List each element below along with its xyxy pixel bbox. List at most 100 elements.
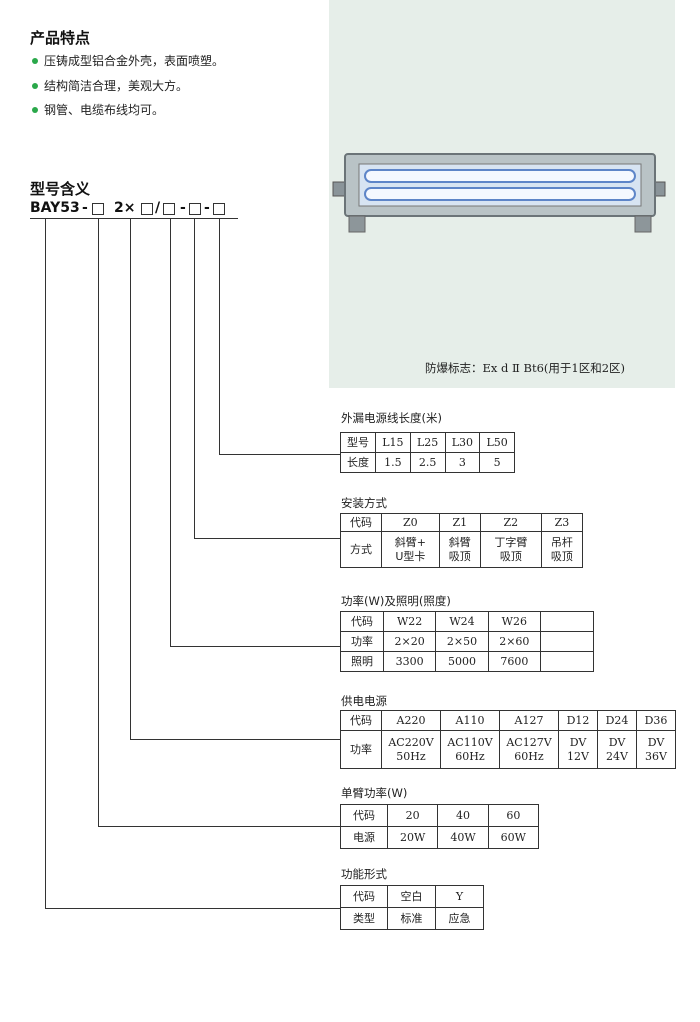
table-cell: 方式: [340, 531, 382, 568]
table-cell: 斜臂+ U型卡: [381, 531, 440, 568]
table-cell: W22: [382, 611, 437, 632]
model-slot-supply: [141, 203, 153, 215]
table-cell: 功率: [340, 631, 384, 652]
table-cell: 5: [479, 452, 515, 473]
install-method-title: 安装方式: [341, 496, 387, 510]
cable-length-table: 型号 L15 L25 L30 L50 长度 1.5 2.5 3 5: [340, 432, 515, 473]
model-dash: -: [82, 200, 88, 216]
connector-line: [130, 219, 131, 739]
table-cell: Z0: [381, 513, 440, 532]
model-slot-single-power: [92, 203, 104, 215]
features-title: 产品特点: [30, 29, 91, 47]
table-cell: DV 24V: [597, 730, 637, 769]
function-type-title: 功能形式: [341, 867, 387, 881]
table-cell: [540, 651, 594, 672]
model-underline: [30, 218, 238, 219]
model-slash: /: [155, 200, 161, 216]
model-dash: -: [180, 200, 186, 216]
table-cell: A127: [499, 710, 559, 731]
table-cell: 代码: [340, 513, 382, 532]
table-cell: 空白: [387, 885, 436, 908]
install-method-table: 代码 Z0 Z1 Z2 Z3 方式 斜臂+ U型卡 斜臂 吸顶 丁字臂 吸顶 吊…: [340, 513, 584, 568]
power-lighting-title: 功率(W)及照明(照度): [341, 594, 451, 608]
model-prefix: BAY53: [30, 200, 80, 216]
connector-line: [194, 219, 195, 538]
cable-length-title: 外漏电源线长度(米): [341, 411, 442, 425]
model-slot-cable: [213, 203, 225, 215]
connector-line: [98, 219, 99, 826]
connector-line: [130, 739, 340, 740]
connector-line: [219, 454, 340, 455]
connector-line: [45, 908, 340, 909]
table-cell: 3: [444, 452, 481, 473]
table-cell: W26: [487, 611, 542, 632]
table-cell: 代码: [340, 804, 388, 827]
table-cell: 型号: [340, 432, 376, 453]
table-cell: 2×20: [382, 631, 437, 652]
table-cell: L25: [409, 432, 446, 453]
table-cell: W24: [435, 611, 489, 632]
power-supply-table: 代码 A220 A110 A127 D12 D24 D36 功率 AC220V …: [340, 710, 676, 769]
connector-line: [170, 219, 171, 646]
table-cell: 功率: [340, 730, 382, 769]
explosion-proof-caption: 防爆标志：Ex d Ⅱ Bt6(用于1区和2区): [425, 361, 626, 375]
model-slot-power: [163, 203, 175, 215]
function-type-table: 代码 空白 Y 类型 标准 应急: [340, 885, 484, 930]
table-cell: [540, 631, 594, 652]
power-lighting-table: 代码 W22 W24 W26 功率 2×20 2×50 2×60 照明 3300…: [340, 611, 594, 672]
table-cell: 应急: [435, 907, 484, 930]
table-cell: A110: [440, 710, 500, 731]
table-cell: 40: [437, 804, 489, 827]
table-cell: 1.5: [375, 452, 411, 473]
connector-line: [98, 826, 340, 827]
single-arm-power-title: 单臂功率(W): [341, 786, 408, 800]
connector-line: [45, 219, 46, 908]
table-cell: 20W: [386, 826, 439, 849]
explosion-proof-light-image: [332, 153, 666, 233]
table-cell: 丁字臂 吸顶: [479, 531, 542, 568]
power-supply-title: 供电电源: [341, 694, 387, 708]
table-cell: L50: [479, 432, 515, 453]
table-cell: 长度: [340, 452, 376, 473]
table-cell: 40W: [437, 826, 489, 849]
table-cell: 2×50: [435, 631, 489, 652]
table-cell: D24: [597, 710, 637, 731]
table-cell: AC110V 60Hz: [440, 730, 500, 769]
table-cell: AC220V 50Hz: [381, 730, 441, 769]
table-cell: DV 36V: [636, 730, 676, 769]
table-cell: 类型: [340, 907, 388, 930]
table-cell: 代码: [340, 710, 382, 731]
table-cell: D12: [558, 710, 598, 731]
connector-line: [170, 646, 340, 647]
bullet-icon: [32, 106, 38, 113]
table-cell: [540, 611, 594, 632]
table-cell: 吊杆 吸顶: [540, 531, 584, 568]
table-cell: DV 12V: [558, 730, 598, 769]
connector-line: [219, 219, 220, 454]
table-cell: L15: [375, 432, 411, 453]
feature-item: 结构简洁合理，美观大方。: [32, 77, 188, 94]
table-cell: AC127V 60Hz: [499, 730, 559, 769]
table-cell: D36: [636, 710, 676, 731]
table-cell: 代码: [340, 611, 384, 632]
table-cell: 标准: [387, 907, 436, 930]
table-cell: 照明: [340, 651, 384, 672]
table-cell: Z1: [438, 513, 481, 532]
model-slot-install: [189, 203, 201, 215]
table-cell: L30: [444, 432, 481, 453]
model-section-title: 型号含义: [30, 180, 91, 198]
table-cell: 3300: [382, 651, 437, 672]
table-cell: Z2: [479, 513, 542, 532]
table-cell: 60: [487, 804, 540, 827]
model-mid: 2×: [114, 200, 136, 216]
table-cell: 5000: [435, 651, 489, 672]
model-dash: -: [204, 200, 210, 216]
table-cell: 斜臂 吸顶: [438, 531, 481, 568]
table-cell: Y: [435, 885, 484, 908]
table-cell: 2×60: [487, 631, 542, 652]
table-cell: A220: [381, 710, 441, 731]
table-cell: 60W: [487, 826, 540, 849]
bullet-icon: [32, 82, 38, 89]
table-cell: 20: [386, 804, 439, 827]
table-cell: 7600: [487, 651, 542, 672]
